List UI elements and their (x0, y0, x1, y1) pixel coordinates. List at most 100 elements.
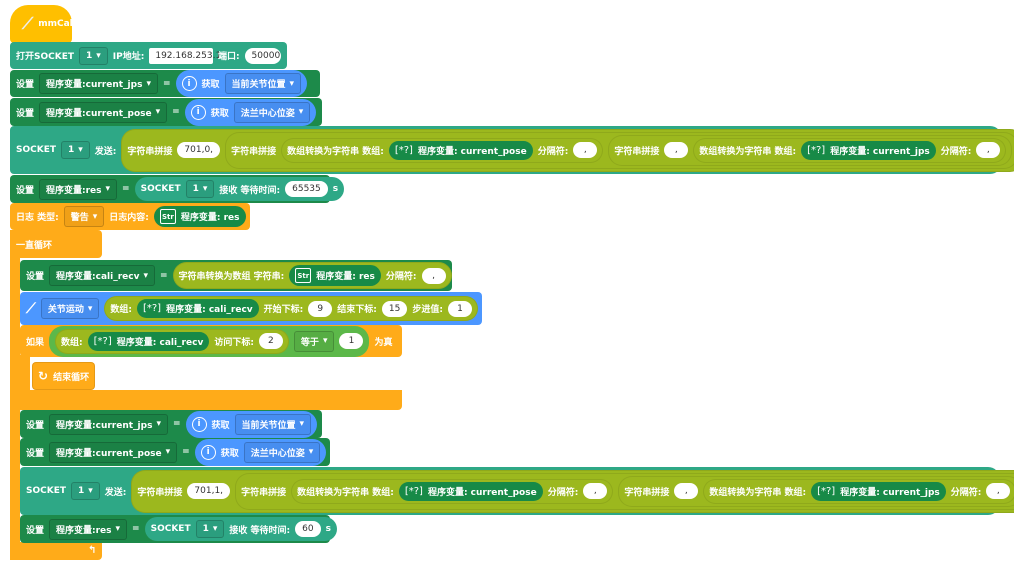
reporter-block[interactable]: [*?]程序变量: current_jps (811, 481, 946, 501)
info-icon: i (200, 444, 216, 460)
input-field[interactable]: 15 (381, 300, 408, 317)
block-label: 数组: (61, 337, 83, 348)
block-label: 如果 (26, 337, 45, 348)
dropdown[interactable]: 程序变量:current_pose (39, 101, 168, 123)
array-icon: [*?] (93, 335, 112, 347)
dropdown[interactable]: 程序变量:current_jps (39, 73, 158, 94)
block-label: = (172, 107, 180, 117)
input-field[interactable]: 50000 (244, 47, 281, 64)
block-label: 打开SOCKET (16, 52, 74, 62)
dropdown[interactable]: 1 (71, 482, 100, 500)
dropdown[interactable]: 当前关节位置 (224, 73, 302, 94)
reporter-block[interactable]: [*?]程序变量: current_pose (388, 140, 533, 160)
input-field[interactable]: , (583, 483, 608, 499)
input-field[interactable]: , (573, 142, 598, 158)
block-label: 开始下标: (263, 305, 304, 315)
dropdown[interactable]: 程序变量:res (49, 518, 128, 540)
input-field[interactable]: 192.168.253.1 (149, 47, 221, 64)
hat-block-mmcali[interactable]: ⟋mmCali (10, 5, 76, 43)
reporter-block[interactable]: [*?]程序变量: cali_recv (87, 331, 210, 351)
block-label: SOCKET (140, 184, 181, 194)
dropdown[interactable]: 警告 (63, 206, 105, 227)
dropdown[interactable]: 法兰中心位姿 (243, 441, 321, 463)
input-field[interactable]: , (421, 267, 446, 284)
loop-spine (10, 230, 20, 560)
open-socket-block[interactable]: 打开SOCKET1IP地址:192.168.253.1端口:50000 (10, 42, 287, 69)
reporter-block[interactable]: [*?]程序变量: current_pose (398, 481, 543, 501)
input-field[interactable]: , (674, 483, 699, 499)
dropdown[interactable]: 程序变量:res (39, 178, 118, 200)
dropdown[interactable]: 法兰中心位姿 (233, 101, 311, 123)
block-label: 分隔符: (950, 487, 982, 498)
dropdown[interactable]: 程序变量:current_pose (49, 441, 178, 463)
input-field[interactable]: 701,0, (177, 142, 221, 158)
dropdown[interactable]: 程序变量:cali_recv (49, 265, 155, 286)
input-field[interactable]: 60 (295, 521, 321, 537)
input-field[interactable]: 1 (447, 300, 472, 317)
block-label: 数组: (110, 305, 132, 315)
block-label: SOCKET (16, 145, 56, 155)
input-field[interactable]: 701,1, (187, 483, 231, 499)
block-label: 程序变量: current_pose (427, 487, 537, 498)
dropdown[interactable]: 1 (185, 180, 215, 198)
block-label: 步进值: (412, 305, 443, 315)
dropdown[interactable]: 当前关节位置 (234, 413, 312, 435)
joint-move-block[interactable]: ⟋关节运动数组:[*?]程序变量: cali_recv开始下标:9结束下标:15… (20, 292, 482, 325)
dropdown[interactable]: 程序变量:current_jps (49, 413, 168, 435)
input-field[interactable]: 2 (258, 333, 283, 349)
input-field[interactable]: 9 (308, 300, 333, 317)
dropdown[interactable]: 等于 (293, 330, 335, 352)
input-field[interactable]: 1 (339, 333, 364, 349)
dropdown[interactable]: 1 (61, 141, 90, 159)
reporter-block[interactable]: SOCKET1接收 等待时间:60s (144, 517, 337, 541)
block-label: = (172, 419, 181, 429)
block-label: 接收 等待时间: (219, 185, 281, 196)
block-label: 日志 类型: (16, 213, 59, 223)
loop-bottom (10, 542, 102, 560)
input-field[interactable]: , (976, 142, 1001, 158)
dropdown[interactable]: 1 (79, 46, 108, 65)
reporter-block[interactable]: [*?]程序变量: current_jps (801, 140, 936, 160)
forever-loop-block[interactable]: 一直循环 (10, 230, 102, 258)
input-field[interactable]: , (664, 142, 689, 158)
input-field[interactable]: 65535 (285, 181, 328, 197)
reporter-block[interactable]: [*?]程序变量: cali_recv (136, 299, 259, 318)
array-icon: [*?] (807, 144, 826, 156)
break-loop-block[interactable]: ↻结束循环 (32, 362, 95, 390)
dropdown[interactable]: 关节运动 (40, 298, 100, 319)
dropdown[interactable]: 1 (195, 520, 225, 538)
input-field[interactable]: , (986, 483, 1011, 499)
